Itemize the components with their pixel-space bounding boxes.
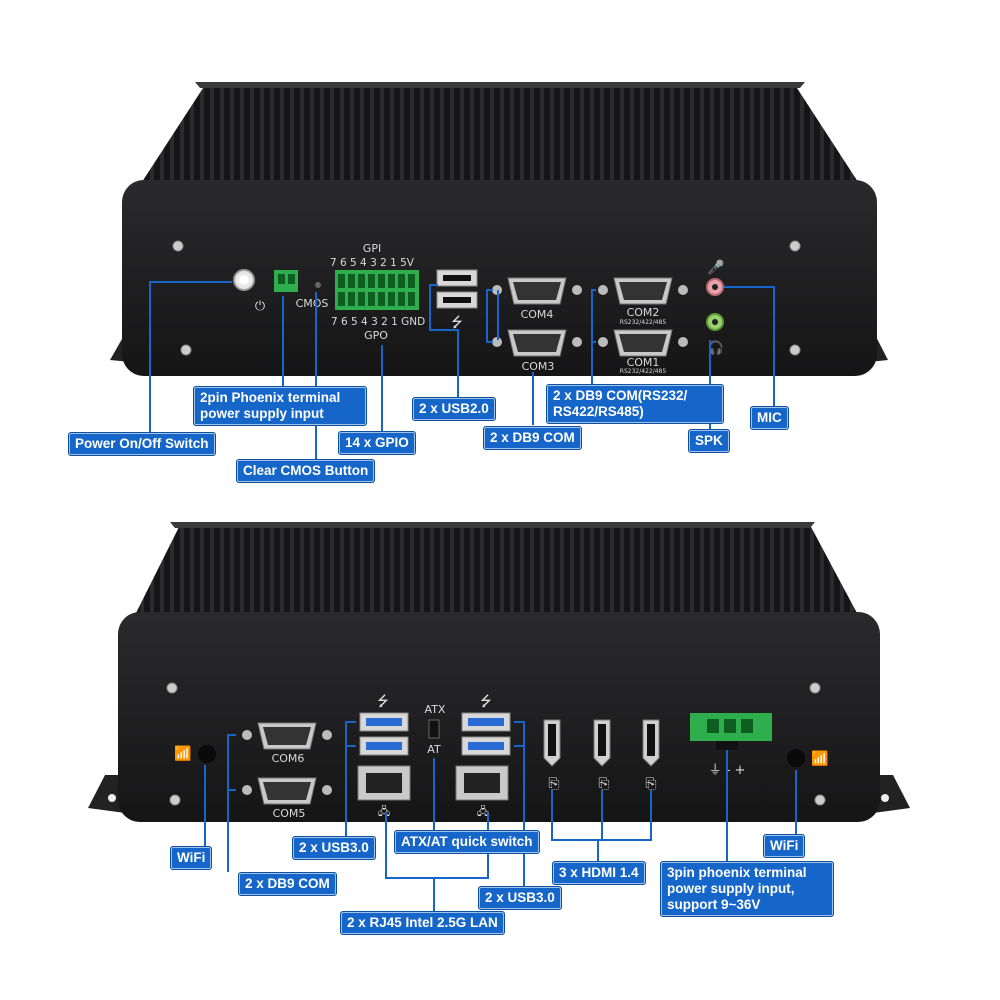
callout-rj45: 2 x RJ45 Intel 2.5G LAN (340, 911, 505, 935)
screws-2 (166, 682, 826, 806)
bottom-unit: 📶 COM6 COM5 ⭍ 🖧 ATX (88, 522, 910, 822)
callout-mic: MIC (750, 406, 789, 430)
gpo-pin-numbers: 7 6 5 4 3 2 1 GND (331, 316, 425, 328)
hdmi-icon-2: ⎘ (598, 775, 609, 791)
hdmi-icon-1: ⎘ (548, 775, 559, 791)
rj45-port-left: 🖧 (357, 765, 411, 818)
callout-db9-rs: 2 x DB9 COM(RS232/ RS422/RS485) (546, 384, 724, 424)
com-port-2 (598, 277, 688, 305)
callout-db9-rs-line1: 2 x DB9 COM(RS232/ (553, 388, 688, 403)
callout-db9-rs-line2: RS422/RS485) (553, 404, 644, 419)
callout-phoenix-3pin-line1: 3pin phoenix terminal (667, 865, 807, 880)
com1-label: COM1 (627, 356, 660, 369)
com-port-4 (492, 277, 582, 305)
callout-hdmi: 3 x HDMI 1.4 (552, 861, 646, 885)
gpi-pin-numbers: 7 6 5 4 3 2 1 5V (330, 257, 415, 269)
at-label: AT (427, 743, 441, 756)
wifi-icon-right: 📶 (811, 750, 828, 767)
screws (172, 240, 801, 356)
com5-label: COM5 (273, 807, 306, 820)
com-port-3 (492, 329, 582, 357)
lan-icon-right: 🖧 (477, 805, 489, 818)
usb3-ports-left (359, 712, 409, 756)
cmos-label: CMOS (296, 297, 329, 310)
callout-phoenix-3pin-line2: power supply input, (667, 881, 795, 896)
phoenix-3pin-terminal (690, 713, 772, 750)
callout-phoenix-2pin-line2: power supply input (200, 406, 324, 421)
callout-usb2: 2 x USB2.0 (412, 397, 496, 421)
callout-power-switch: Power On/Off Switch (68, 432, 216, 456)
wifi-antenna-hole-left (198, 745, 216, 763)
callout-atx-switch: ATX/AT quick switch (394, 830, 540, 854)
callout-phoenix-3pin-line3: support 9~36V (667, 897, 761, 912)
usb2-ports: ⭍ (436, 269, 478, 330)
hdmi-ports: ⎘ ⎘ ⎘ (543, 719, 660, 791)
callout-phoenix-2pin: 2pin Phoenix terminal power supply input (193, 386, 367, 426)
phoenix-2pin-terminal (274, 270, 298, 292)
cmos-button (315, 282, 321, 288)
callout-spk: SPK (688, 429, 730, 453)
wifi-antenna-hole-right (787, 749, 805, 767)
com2-label: COM2 (627, 306, 660, 319)
heatsink-fins-2 (135, 525, 858, 615)
com-port-5 (242, 777, 332, 805)
gpio-terminal (335, 270, 419, 310)
atx-label: ATX (425, 703, 446, 716)
gpi-label: GPI (363, 242, 381, 255)
front-panel (122, 180, 877, 376)
callout-usb3-left: 2 x USB3.0 (292, 836, 376, 860)
rj45-port-right: 🖧 (455, 765, 509, 818)
hdmi-icon-3: ⎘ (645, 775, 656, 791)
callout-wifi-left: WiFi (170, 846, 213, 870)
callout-db9-com-top: 2 x DB9 COM (483, 426, 582, 450)
usb-icon: ⭍ (451, 314, 463, 330)
callout-db9-com-bottom: 2 x DB9 COM (238, 872, 337, 896)
callout-phoenix-3pin: 3pin phoenix terminal power supply input… (660, 861, 834, 917)
usb-icon-left: ⭍ (377, 693, 389, 709)
com-port-1 (598, 329, 688, 357)
callout-clear-cmos: Clear CMOS Button (236, 459, 376, 483)
wifi-icon-left: 📶 (174, 745, 191, 762)
atx-at-switch (428, 719, 440, 739)
com2-rs-label: RS232/422/485 (620, 319, 667, 326)
headphone-icon: 🎧 (708, 340, 724, 355)
callout-usb3-right: 2 x USB3.0 (478, 886, 562, 910)
callout-gpio: 14 x GPIO (338, 431, 416, 455)
callout-phoenix-2pin-line1: 2pin Phoenix terminal (200, 390, 341, 405)
com6-label: COM6 (272, 752, 305, 765)
usb3-ports-right (461, 712, 511, 756)
power-symbol-icon: ⏻ (255, 298, 265, 313)
power-button: ⏻ (233, 269, 265, 313)
com3-label: COM3 (522, 360, 555, 373)
heatsink-fins (140, 85, 860, 185)
lan-icon-left: 🖧 (378, 805, 390, 818)
top-unit: ⏻ CMOS GPI 7 6 5 4 3 2 1 5V (110, 82, 888, 376)
com-port-6 (242, 722, 332, 750)
com4-label: COM4 (521, 308, 554, 321)
com1-rs-label: RS232/422/485 (620, 368, 667, 375)
mic-icon: 🎤 (707, 258, 725, 276)
gpo-label: GPO (364, 329, 388, 342)
usb-icon-right: ⭍ (480, 693, 492, 709)
callout-wifi-right: WiFi (763, 834, 806, 858)
